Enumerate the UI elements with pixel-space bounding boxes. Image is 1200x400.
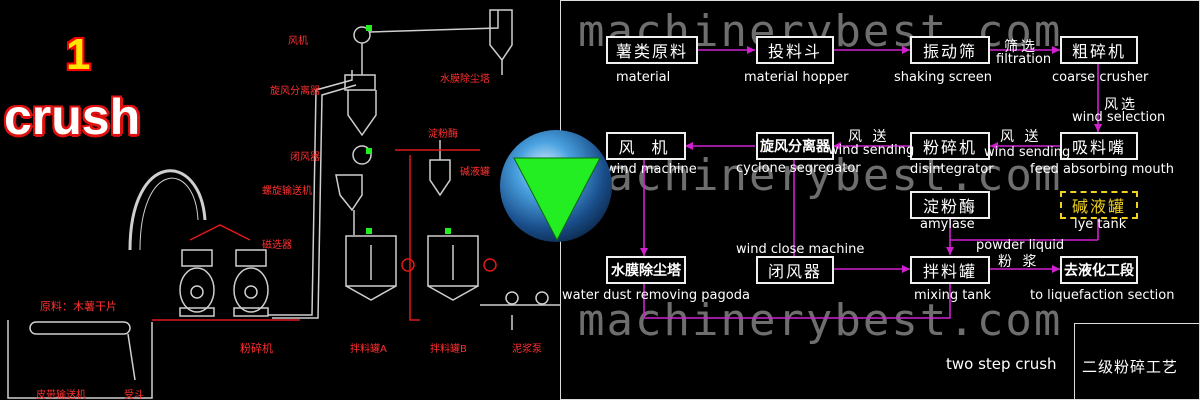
- label-screw-conveyor: 螺旋输送机: [262, 186, 312, 197]
- box-to-liquefaction: 去液化工段: [1060, 256, 1138, 284]
- step-title: crush: [4, 89, 141, 145]
- label-hopper: 受斗: [124, 390, 144, 400]
- label-lye: 碱液罐: [460, 167, 490, 178]
- box-mixing-tank: 拌料罐: [910, 256, 990, 284]
- label-wind-send-2-zh: 风 送: [1000, 129, 1042, 145]
- label-wind-send-1-en: wind sending: [828, 143, 915, 158]
- box-wind-machine: 风 机: [606, 132, 686, 160]
- caption-wind-close-machine: wind close machine: [736, 242, 865, 257]
- box-material-hopper: 投料斗: [756, 36, 834, 64]
- box-dust-removing-pagoda: 水膜除尘塔: [606, 256, 686, 284]
- next-step-button[interactable]: [500, 124, 612, 248]
- caption-mixing-tank: mixing tank: [914, 288, 992, 303]
- caption-disintegrator: disintegrator: [910, 162, 994, 177]
- caption-material: material: [616, 70, 671, 85]
- label-pump: 泥浆泵: [512, 344, 542, 355]
- caption-material-hopper: material hopper: [744, 70, 849, 85]
- equipment-drawing: [7, 9, 560, 399]
- label-cyclone: 旋风分离器: [270, 86, 320, 97]
- footer-title-en: two step crush: [946, 355, 1057, 373]
- box-cyclone-segregator: 旋风分离器: [756, 132, 834, 160]
- label-wind-send-2-en: wind sending: [984, 145, 1071, 160]
- label-air-lock: 闭风器: [290, 152, 320, 163]
- label-powder-liquid: powder liquid: [976, 238, 1065, 253]
- label-dust-tower: 水膜除尘塔: [440, 74, 490, 85]
- label-wind-send-1-zh: 风 送: [848, 129, 890, 145]
- step-number: 1: [66, 30, 91, 79]
- label-wind-selection-en: wind selection: [1072, 110, 1166, 125]
- label-tank-a: 拌料罐A: [350, 344, 387, 355]
- label-wind-selection-zh: 风选: [1104, 97, 1138, 113]
- caption-wind-machine: wind machine: [606, 162, 697, 177]
- caption-dust-removing-pagoda: water dust removing pagoda: [562, 288, 750, 303]
- label-filtration-en: filtration: [996, 52, 1052, 67]
- box-disintegrator: 粉碎机: [910, 132, 990, 160]
- down-arrow-icon: [513, 157, 601, 242]
- label-amylase: 淀粉酶: [428, 129, 458, 140]
- caption-to-liquefaction: to liquefaction section: [1030, 288, 1175, 303]
- box-wind-close-machine: 闭风器: [756, 256, 834, 284]
- caption-lye-tank: lye tank: [1074, 217, 1127, 232]
- caption-coarse-crusher: coarse crusher: [1052, 70, 1149, 85]
- box-amylase: 淀粉酶: [910, 191, 990, 219]
- label-raw-material: 原料：木薯干片: [40, 300, 117, 313]
- label-slurry: 粉 浆: [998, 254, 1040, 270]
- caption-feed-absorbing-mouth: feed absorbing mouth: [1030, 162, 1174, 177]
- caption-shaking-screen: shaking screen: [894, 70, 992, 85]
- label-tank-b: 拌料罐B: [430, 344, 467, 355]
- label-crusher: 粉碎机: [240, 342, 273, 355]
- box-feed-absorbing-mouth: 吸料嘴: [1060, 132, 1138, 160]
- box-shaking-screen: 振动筛: [910, 36, 990, 64]
- label-fan: 风机: [288, 36, 308, 47]
- label-belt: 皮带输送机: [36, 390, 86, 400]
- caption-cyclone-segregator: cyclone segregator: [736, 161, 861, 176]
- watermark-bottom: machinerybest.com: [578, 295, 1063, 346]
- footer-title-zh: 二级粉碎工艺: [1082, 358, 1179, 376]
- label-magnet: 磁选器: [262, 240, 292, 251]
- caption-amylase: amylase: [920, 217, 975, 232]
- box-coarse-crusher: 粗碎机: [1060, 36, 1138, 64]
- box-material: 薯类原料: [606, 36, 698, 64]
- box-lye-tank: 碱液罐: [1060, 191, 1138, 219]
- label-filtration-zh: 筛选: [1004, 39, 1038, 55]
